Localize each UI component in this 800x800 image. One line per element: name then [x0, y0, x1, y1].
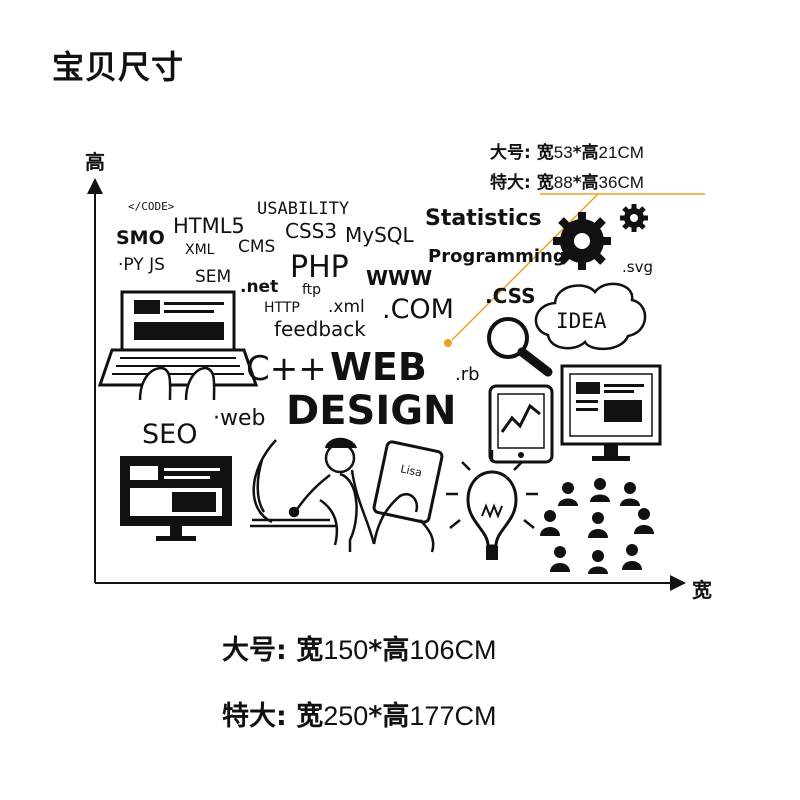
- word-seo: SEO: [142, 419, 197, 450]
- width-arrow-icon: [670, 575, 686, 591]
- dimension-axes: [87, 178, 686, 591]
- width-axis-label: 宽: [692, 578, 712, 602]
- callout-large-times: *: [572, 143, 582, 163]
- size-xlarge-label: 特大:: [222, 701, 287, 732]
- word-php: PHP: [290, 250, 349, 285]
- size-large-width-value: 150: [323, 635, 369, 665]
- size-large-label: 大号:: [222, 635, 287, 666]
- people-group-icon: [540, 478, 654, 574]
- size-xlarge-height-word: 高: [382, 701, 410, 732]
- word-html5: HTML5: [173, 214, 245, 238]
- word-web2: ·web: [213, 406, 266, 431]
- callout-large-height-value: 21CM: [598, 143, 644, 162]
- height-axis-label: 高: [85, 150, 105, 174]
- size-large-times: *: [368, 635, 383, 666]
- hand-tablet-icon: Lisa: [350, 440, 444, 553]
- word-usability: USABILITY: [257, 199, 349, 219]
- size-large: 大号: 宽150*高106CM: [222, 628, 496, 667]
- callout-large-width-value: 53: [553, 143, 573, 162]
- idea-cloud-icon: IDEA: [534, 282, 647, 350]
- word-css: .CSS: [485, 284, 536, 308]
- word-cms: CMS: [238, 237, 275, 257]
- word-code: </CODE>: [128, 200, 175, 213]
- tablet-text: Lisa: [399, 462, 423, 479]
- word-css3: CSS3: [285, 219, 337, 243]
- light-bulb-icon: [446, 450, 538, 560]
- gears-icon: [553, 204, 648, 270]
- word-pyjs: ·PY JS: [118, 255, 165, 275]
- callout-xlarge-height-word: 高: [581, 173, 599, 193]
- word-feedback: feedback: [274, 317, 366, 341]
- word-net: .net: [240, 277, 278, 297]
- person-at-computer-icon: [250, 437, 358, 552]
- word-sem: SEM: [195, 267, 231, 287]
- callout-large-height-word: 高: [581, 143, 599, 163]
- word-statistics: Statistics: [425, 206, 542, 231]
- artwork-words: </CODE> HTML5 USABILITY SMO XML CMS CSS3…: [116, 199, 653, 450]
- word-svg: .svg: [622, 258, 653, 276]
- word-ftp: ftp: [302, 282, 321, 298]
- monitor-left-icon: [120, 456, 232, 541]
- monitor-right-icon: [560, 364, 662, 461]
- word-rb: .rb: [455, 364, 480, 385]
- callout-xlarge-times: *: [572, 173, 582, 193]
- callout-xlarge-width-value: 88: [553, 173, 573, 192]
- callout-xlarge-label: 特大:: [490, 173, 531, 193]
- page-title: 宝贝尺寸: [52, 48, 185, 86]
- word-xml2: .xml: [328, 297, 365, 317]
- laptop-typing-icon: [97, 290, 259, 401]
- size-large-height-value: 106CM: [409, 635, 497, 665]
- word-web: WEB: [330, 345, 427, 389]
- callout-leader: [444, 193, 705, 347]
- word-idea: IDEA: [556, 309, 607, 333]
- callout-xlarge-width-word: 宽: [536, 173, 554, 193]
- size-xlarge-times: *: [368, 701, 383, 732]
- callout-large-size: 大号: 宽53*高21CM: [490, 138, 644, 163]
- word-programming: Programming: [428, 246, 566, 267]
- callout-xlarge-size: 特大: 宽88*高36CM: [490, 168, 644, 193]
- tablet-chart-icon: [488, 384, 554, 464]
- size-xlarge-height-value: 177CM: [409, 701, 497, 731]
- size-xlarge-width-word: 宽: [296, 701, 324, 732]
- word-cpp: C++: [246, 349, 327, 389]
- size-large-width-word: 宽: [296, 635, 324, 666]
- magnifier-icon: [487, 317, 553, 377]
- word-mysql: MySQL: [345, 223, 415, 247]
- size-xlarge: 特大: 宽250*高177CM: [222, 694, 496, 733]
- word-www: WWW: [366, 266, 432, 290]
- size-large-height-word: 高: [382, 635, 410, 666]
- size-xlarge-width-value: 250: [323, 701, 369, 731]
- callout-large-label: 大号:: [490, 143, 531, 163]
- height-arrow-icon: [87, 178, 103, 194]
- word-design: DESIGN: [286, 388, 457, 434]
- word-xml: XML: [185, 242, 215, 258]
- word-smo: SMO: [116, 227, 165, 249]
- word-http: HTTP: [264, 300, 300, 316]
- callout-large-width-word: 宽: [536, 143, 554, 163]
- word-com: .COM: [382, 294, 454, 325]
- callout-xlarge-height-value: 36CM: [598, 173, 644, 192]
